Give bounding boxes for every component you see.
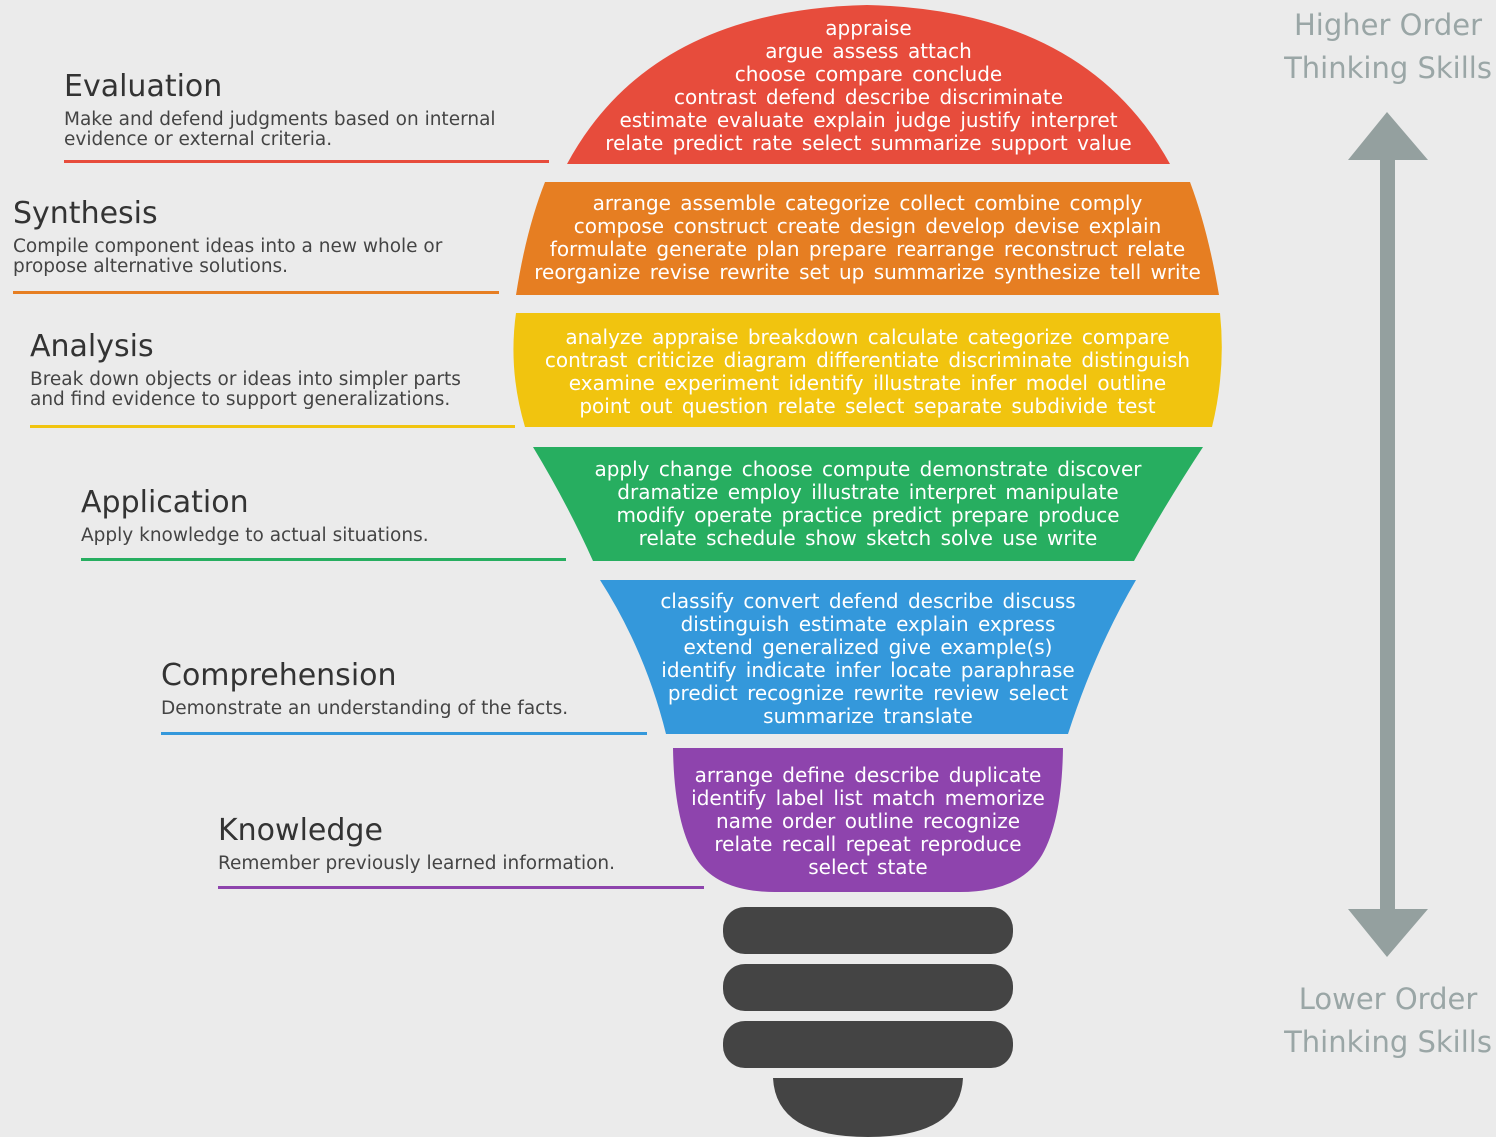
application-label: Application Apply knowledge to actual si… bbox=[81, 485, 566, 561]
verb-line: identify indicate infer locate paraphras… bbox=[661, 658, 1075, 682]
synthesis-band bbox=[516, 182, 1219, 295]
verb-line: examine experiment identify illustrate i… bbox=[568, 371, 1167, 395]
level-description: Apply knowledge to actual situations. bbox=[81, 525, 429, 546]
verb-line: appraise bbox=[825, 16, 912, 40]
base-ring-1 bbox=[723, 907, 1013, 954]
evaluation-verbs: appraise argue assess attach choose comp… bbox=[567, 17, 1170, 155]
analysis-band bbox=[513, 313, 1222, 427]
evaluation-band bbox=[567, 5, 1170, 164]
verb-line: relate recall repeat reproduce bbox=[714, 832, 1022, 856]
verb-line: argue assess attach bbox=[765, 39, 972, 63]
analysis-verbs: analyze appraise breakdown calculate cat… bbox=[516, 326, 1219, 418]
lower-order-line-1: Lower Order bbox=[1298, 982, 1478, 1016]
synthesis-label: Synthesis Compile component ideas into a… bbox=[13, 196, 499, 294]
verb-line: summarize translate bbox=[763, 704, 973, 728]
verb-line: reorganize revise rewrite set up summari… bbox=[534, 260, 1201, 284]
base-ring-2 bbox=[723, 964, 1013, 1011]
verb-line: identify label list match memorize bbox=[691, 786, 1045, 810]
lower-order-label: Lower Order Thinking Skills bbox=[1268, 978, 1496, 1064]
verb-line: predict recognize rewrite review select bbox=[667, 681, 1069, 705]
level-title: Comprehension bbox=[161, 658, 397, 693]
level-description: Make and defend judgments based on inter… bbox=[64, 109, 496, 150]
verb-line: apply change choose compute demonstrate … bbox=[594, 457, 1142, 481]
synthesis-verbs: arrange assemble categorize collect comb… bbox=[516, 192, 1219, 284]
level-title: Knowledge bbox=[218, 813, 383, 848]
verb-line: modify operate practice predict prepare … bbox=[616, 503, 1120, 527]
evaluation-label: Evaluation Make and defend judgments bas… bbox=[64, 69, 549, 163]
level-title: Application bbox=[81, 485, 249, 520]
knowledge-label: Knowledge Remember previously learned in… bbox=[218, 813, 704, 889]
application-band bbox=[533, 447, 1203, 561]
knowledge-verbs: arrange define describe duplicate identi… bbox=[673, 764, 1063, 879]
comprehension-underline bbox=[161, 732, 647, 735]
verb-line: contrast defend describe discriminate bbox=[673, 85, 1064, 109]
arrow-shaft bbox=[1380, 155, 1395, 915]
evaluation-underline bbox=[64, 160, 549, 163]
comprehension-label: Comprehension Demonstrate an understandi… bbox=[161, 658, 647, 735]
level-description: Remember previously learned information. bbox=[218, 853, 616, 874]
knowledge-band bbox=[673, 748, 1063, 892]
synthesis-underline bbox=[13, 291, 499, 294]
thinking-skills-arrow bbox=[1348, 112, 1428, 957]
application-verbs: apply change choose compute demonstrate … bbox=[533, 458, 1203, 550]
higher-order-line-2: Thinking Skills bbox=[1284, 51, 1492, 85]
verb-line: relate schedule show sketch solve use wr… bbox=[638, 526, 1098, 550]
higher-order-label: Higher Order Thinking Skills bbox=[1268, 4, 1496, 90]
verb-line: point out question relate select separat… bbox=[579, 394, 1156, 418]
verb-line: compose construct create design develop … bbox=[573, 214, 1162, 238]
verb-line: extend generalized give example(s) bbox=[683, 635, 1053, 659]
base-tip bbox=[773, 1078, 963, 1137]
level-description: Compile component ideas into a new whole… bbox=[13, 236, 443, 277]
verb-line: dramatize employ illustrate interpret ma… bbox=[617, 480, 1119, 504]
level-description: Break down objects or ideas into simpler… bbox=[30, 369, 461, 410]
level-title: Analysis bbox=[30, 329, 154, 364]
verb-line: contrast criticize diagram differentiate… bbox=[544, 348, 1191, 372]
analysis-underline bbox=[30, 425, 515, 428]
verb-line: distinguish estimate explain express bbox=[680, 612, 1056, 636]
verb-line: analyze appraise breakdown calculate cat… bbox=[565, 325, 1170, 349]
base-ring-3 bbox=[723, 1021, 1013, 1068]
comprehension-verbs: classify convert defend describe discuss… bbox=[600, 590, 1136, 728]
comprehension-band bbox=[600, 580, 1136, 734]
verb-line: classify convert defend describe discuss bbox=[660, 589, 1076, 613]
verb-line: formulate generate plan prepare rearrang… bbox=[549, 237, 1186, 261]
level-title: Evaluation bbox=[64, 69, 223, 104]
verb-line: arrange define describe duplicate bbox=[694, 763, 1042, 787]
knowledge-underline bbox=[218, 886, 704, 889]
verb-line: select state bbox=[808, 855, 928, 879]
arrow-down-head bbox=[1348, 909, 1428, 957]
verb-line: choose compare conclude bbox=[734, 62, 1003, 86]
application-underline bbox=[81, 558, 566, 561]
verb-line: arrange assemble categorize collect comb… bbox=[592, 191, 1143, 215]
verb-line: name order outline recognize bbox=[715, 809, 1021, 833]
level-description: Demonstrate an understanding of the fact… bbox=[161, 698, 569, 719]
lower-order-line-2: Thinking Skills bbox=[1284, 1025, 1492, 1059]
verb-line: estimate evaluate explain judge justify … bbox=[619, 108, 1118, 132]
verb-line: relate predict rate select summarize sup… bbox=[605, 131, 1132, 155]
arrow-up-head bbox=[1348, 112, 1428, 160]
higher-order-line-1: Higher Order bbox=[1293, 8, 1483, 42]
level-title: Synthesis bbox=[13, 196, 158, 231]
analysis-label: Analysis Break down objects or ideas int… bbox=[30, 329, 515, 428]
